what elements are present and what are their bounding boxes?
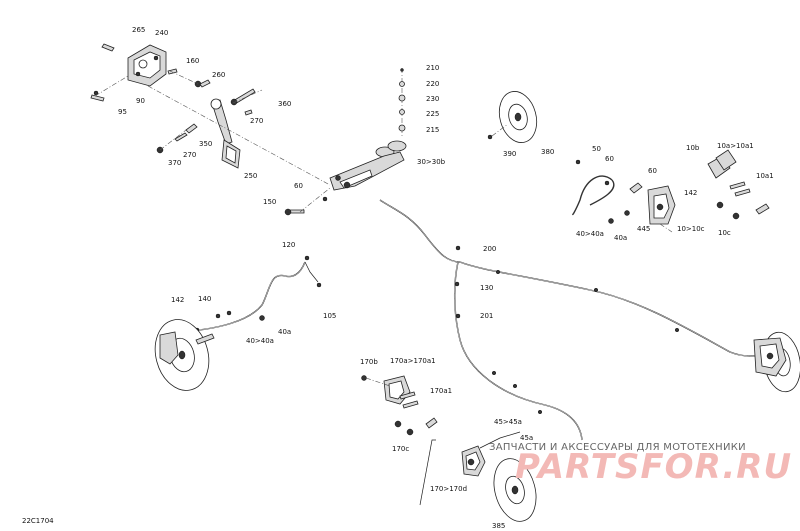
- callout-45-45a: 45>45a: [494, 418, 522, 426]
- callout-210: 210: [426, 64, 439, 72]
- callout-130: 130: [480, 284, 493, 292]
- callout-10a-10a1: 10a>10a1: [717, 142, 754, 150]
- callout-labels: 265 240 160 260 90 95 360 270 350 270 37…: [118, 26, 774, 530]
- callout-10c: 10c: [718, 229, 731, 237]
- callout-10-10c: 10>10c: [677, 225, 705, 233]
- callout-40-40a-right: 40>40a: [576, 230, 604, 238]
- callout-445: 445: [637, 225, 650, 233]
- callout-260: 260: [212, 71, 225, 79]
- callout-390: 390: [503, 150, 516, 158]
- callout-60-right-upper: 60: [605, 155, 614, 163]
- callout-200: 200: [483, 245, 496, 253]
- callout-120: 120: [282, 241, 295, 249]
- brake-pedal-assembly: [90, 43, 331, 216]
- callout-50: 50: [592, 145, 601, 153]
- callout-60-right: 60: [648, 167, 657, 175]
- callout-380: 380: [541, 148, 554, 156]
- callout-90: 90: [136, 97, 145, 105]
- front-left-brake: [154, 310, 232, 391]
- rear-right-brake: [753, 331, 800, 393]
- callout-220: 220: [426, 80, 439, 88]
- callout-10b: 10b: [686, 144, 700, 152]
- callout-230: 230: [426, 95, 439, 103]
- callout-270-upper: 270: [250, 117, 263, 125]
- watermark: ЗАПЧАСТИ И АКСЕССУАРЫ ДЛЯ МОТОТЕХНИКИ PA…: [489, 442, 792, 487]
- callout-160: 160: [186, 57, 199, 65]
- callout-105: 105: [323, 312, 336, 320]
- callout-201: 201: [480, 312, 493, 320]
- callout-250: 250: [244, 172, 257, 180]
- rear-left-caliper-group: [361, 375, 537, 522]
- callout-40-40a-left: 40>40a: [246, 337, 274, 345]
- callout-142-right: 142: [684, 189, 697, 197]
- callout-360: 360: [278, 100, 291, 108]
- callout-170a-170a1: 170a>170a1: [390, 357, 436, 365]
- brake-lines: [174, 199, 766, 441]
- callout-350: 350: [199, 140, 212, 148]
- callout-142-left: 142: [171, 296, 184, 304]
- callout-45a: 45a: [520, 434, 533, 442]
- callout-10a1: 10a1: [756, 172, 774, 180]
- watermark-caption: ЗАПЧАСТИ И АКСЕССУАРЫ ДЛЯ МОТОТЕХНИКИ: [489, 442, 746, 453]
- brake-disc-380: [487, 91, 538, 143]
- callout-40a-left: 40a: [278, 328, 291, 336]
- callout-270-lower: 270: [183, 151, 196, 159]
- callout-240: 240: [155, 29, 168, 37]
- callout-225: 225: [426, 110, 439, 118]
- callout-265: 265: [132, 26, 145, 34]
- callout-30-30b: 30>30b: [417, 158, 446, 166]
- callout-170c: 170c: [392, 445, 409, 453]
- right-caliper-group: [572, 149, 770, 233]
- diagram-code: 22C1704: [22, 517, 54, 525]
- callout-95: 95: [118, 108, 127, 116]
- callout-170-170d: 170>170d: [430, 485, 467, 493]
- callout-385: 385: [492, 522, 505, 530]
- callout-170b: 170b: [360, 358, 378, 366]
- callout-40a-right: 40a: [614, 234, 627, 242]
- callout-215: 215: [426, 126, 439, 134]
- watermark-logo: PARTSFOR.RU: [515, 447, 792, 487]
- callout-140: 140: [198, 295, 211, 303]
- callout-370: 370: [168, 159, 181, 167]
- master-cylinder: [299, 68, 407, 213]
- callout-60-left: 60: [294, 182, 303, 190]
- callout-150: 150: [263, 198, 276, 206]
- callout-170a1: 170a1: [430, 387, 452, 395]
